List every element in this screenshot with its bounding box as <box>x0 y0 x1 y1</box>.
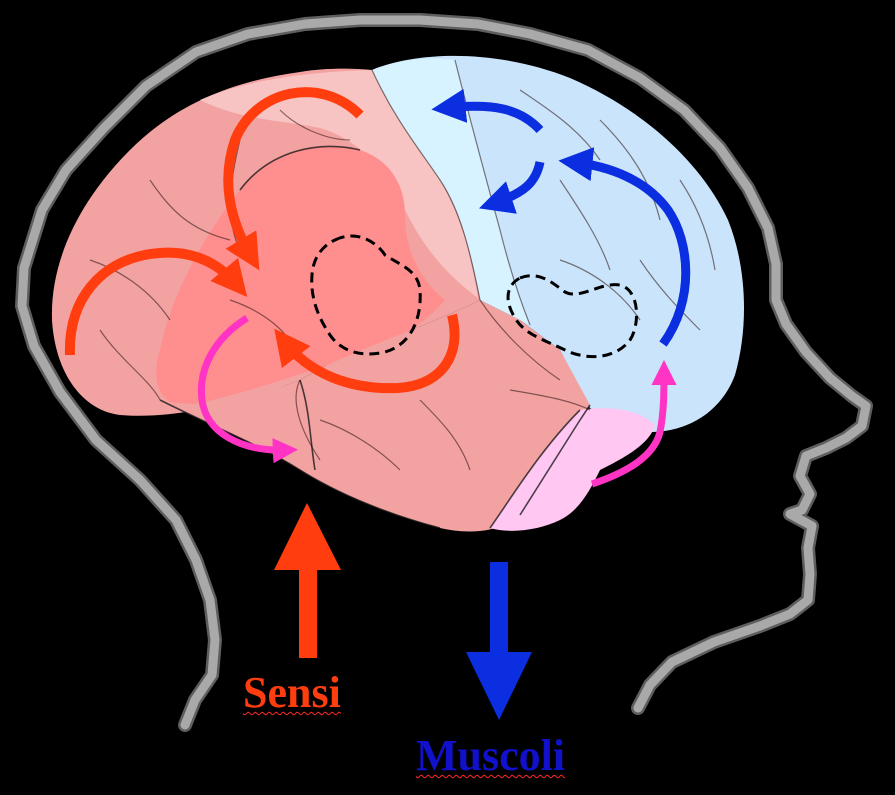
motor-flow-arrows <box>431 88 691 347</box>
head-outline <box>15 13 873 732</box>
sensory-arrow-top <box>223 87 364 271</box>
sensory-arrow-lower <box>274 313 460 394</box>
limbic-arrow-left <box>197 315 299 464</box>
dashed-area-motor <box>506 274 639 359</box>
temporal-region <box>160 300 590 532</box>
sensory-region-light <box>200 70 478 298</box>
sensory-flow-arrows <box>64 87 460 394</box>
limbic-region <box>490 408 655 531</box>
limbic-flow-arrows <box>197 315 677 488</box>
sensi-label: Sensi <box>243 668 341 717</box>
limbic-arrow-right <box>590 359 677 488</box>
premotor-strip <box>372 58 530 325</box>
motor-arrow-main <box>558 147 691 347</box>
sensory-arrow-left <box>64 247 248 356</box>
motor-arrow-top <box>431 88 544 134</box>
down-arrow-icon <box>466 562 532 720</box>
up-arrow-icon <box>274 503 341 658</box>
muscoli-label: Muscoli <box>416 731 566 780</box>
dashed-area-sensory <box>310 234 422 356</box>
motor-arrow-mid <box>479 160 545 214</box>
